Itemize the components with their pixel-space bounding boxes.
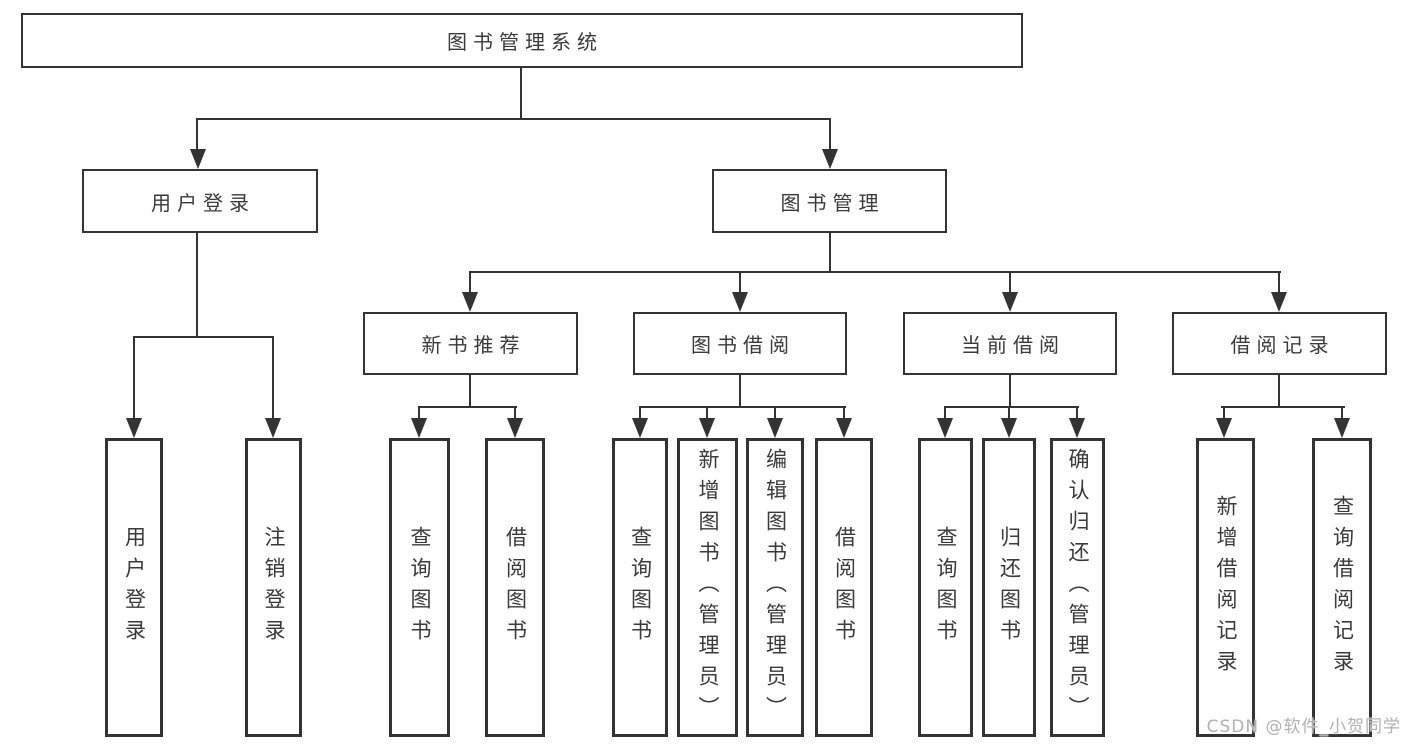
connector-arrow	[190, 149, 206, 169]
connector-line	[1221, 406, 1345, 408]
connector-arrow	[1334, 418, 1350, 438]
connector-arrow	[411, 418, 427, 438]
connector-arrow	[1002, 292, 1018, 312]
leaf-add-book-admin: 新增图书（管理员）	[677, 438, 738, 737]
connector-line	[272, 336, 274, 418]
connector-line	[469, 375, 471, 407]
leaf-label: 查询图书	[934, 525, 958, 650]
connector-line	[1008, 406, 1010, 418]
connector-line	[133, 336, 135, 418]
leaf-query-books-2: 查询图书	[612, 438, 668, 737]
connector-arrow	[937, 418, 953, 438]
leaf-label: 查询借阅记录	[1330, 494, 1355, 681]
connector-line	[1223, 406, 1225, 418]
leaf-confirm-return-admin: 确认归还（管理员）	[1050, 438, 1105, 737]
leaf-borrow-books-1: 借阅图书	[485, 438, 545, 737]
connector-line	[944, 406, 1079, 408]
connector-line	[1278, 271, 1280, 293]
connector-line	[469, 271, 471, 293]
leaf-label: 确认归还（管理员）	[1066, 448, 1090, 727]
connector-line	[774, 406, 776, 418]
node-new-book-recommendation: 新书推荐	[363, 312, 578, 375]
leaf-edit-book-admin: 编辑图书（管理员）	[746, 438, 804, 737]
connector-line	[706, 406, 708, 418]
connector-arrow	[1069, 418, 1085, 438]
leaf-label: 查询图书	[408, 525, 432, 650]
leaf-label: 新增图书（管理员）	[696, 448, 720, 727]
leaf-query-books-1: 查询图书	[389, 438, 450, 737]
connector-line	[1009, 375, 1011, 407]
leaf-label: 借阅图书	[832, 525, 857, 650]
leaf-return-books: 归还图书	[982, 438, 1036, 737]
connector-line	[418, 406, 517, 408]
leaf-borrow-books-2: 借阅图书	[815, 438, 873, 737]
leaf-label: 新增借阅记录	[1214, 494, 1238, 681]
connector-arrow	[1001, 418, 1017, 438]
connector-arrow	[836, 418, 852, 438]
node-library-management-system: 图书管理系统	[21, 13, 1023, 68]
connector-arrow	[767, 418, 783, 438]
leaf-query-books-3: 查询图书	[918, 438, 973, 737]
connector-line	[739, 375, 741, 407]
leaf-label: 借阅图书	[503, 525, 528, 650]
connector-line	[829, 118, 831, 150]
connector-arrow	[1216, 418, 1232, 438]
connector-line	[829, 233, 831, 273]
connector-line	[1341, 406, 1343, 418]
connector-line	[639, 406, 641, 418]
leaf-query-borrow-record: 查询借阅记录	[1312, 438, 1372, 737]
connector-arrow	[507, 418, 523, 438]
connector-arrow	[699, 418, 715, 438]
leaf-label: 注销登录	[262, 525, 286, 650]
connector-line	[944, 406, 946, 418]
connector-arrow	[126, 418, 142, 438]
connector-line	[520, 68, 522, 119]
connector-line	[196, 118, 831, 120]
leaf-label: 查询图书	[628, 525, 653, 650]
node-current-borrowing: 当前借阅	[903, 312, 1117, 375]
connector-line	[843, 406, 845, 418]
connector-arrow	[732, 292, 748, 312]
node-borrowing-records: 借阅记录	[1172, 312, 1387, 375]
connector-line	[639, 406, 846, 408]
csdn-watermark: CSDN @软件_小贺同学	[1206, 717, 1401, 737]
connector-arrow	[1271, 292, 1287, 312]
leaf-label: 编辑图书（管理员）	[763, 448, 788, 727]
connector-line	[514, 406, 516, 418]
connector-line	[196, 233, 198, 338]
node-book-management: 图书管理	[712, 169, 947, 233]
connector-arrow	[265, 418, 281, 438]
connector-line	[1278, 375, 1280, 407]
connector-line	[196, 118, 198, 150]
leaf-logout-login: 注销登录	[245, 438, 302, 737]
connector-line	[1076, 406, 1078, 418]
node-book-borrowing: 图书借阅	[633, 312, 847, 375]
leaf-label: 归还图书	[997, 525, 1022, 650]
connector-line	[1009, 271, 1011, 293]
node-user-login: 用户登录	[82, 169, 318, 233]
connector-line	[418, 406, 420, 418]
connector-line	[739, 271, 741, 293]
connector-arrow	[632, 418, 648, 438]
connector-line	[133, 336, 274, 338]
leaf-label: 用户登录	[122, 525, 147, 650]
leaf-add-borrow-record: 新增借阅记录	[1196, 438, 1255, 737]
connector-arrow	[822, 149, 838, 169]
leaf-user-login: 用户登录	[105, 438, 163, 737]
connector-line	[469, 271, 1281, 273]
connector-arrow	[462, 292, 478, 312]
